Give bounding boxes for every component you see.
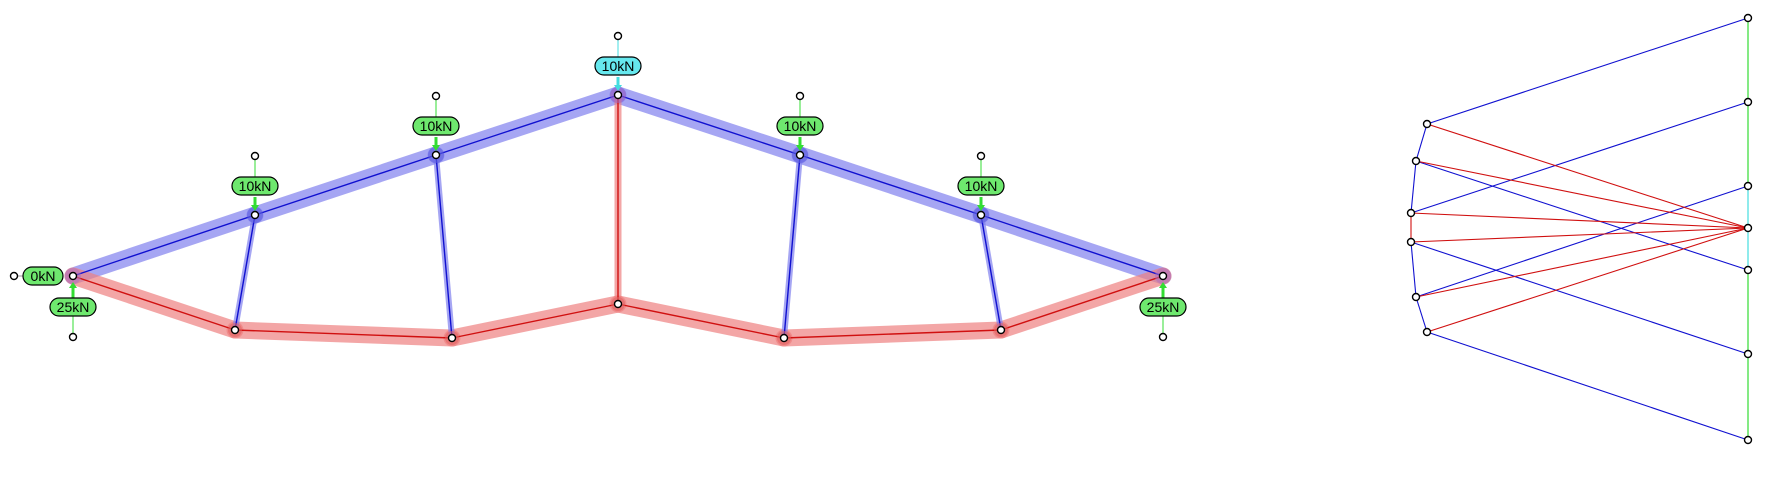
force-line <box>1410 212 1749 229</box>
arrow-head-icon <box>614 85 622 91</box>
arrow-head-icon <box>1159 282 1167 288</box>
joint-bottom-2[interactable] <box>447 333 457 343</box>
load-handle[interactable] <box>250 151 260 161</box>
arrow-head-icon <box>796 145 804 151</box>
load-handle[interactable] <box>431 91 441 101</box>
top-chord-2[interactable] <box>254 154 437 216</box>
force-line <box>1410 241 1417 298</box>
force-line <box>1415 227 1749 298</box>
force-line <box>1426 227 1749 333</box>
web-2[interactable] <box>435 154 453 339</box>
load-label-left-support[interactable]: 25kN <box>49 297 97 317</box>
bottom-chord-5[interactable] <box>783 329 1002 339</box>
force-vertex[interactable] <box>1743 349 1753 359</box>
force-vertex[interactable] <box>1743 13 1753 23</box>
bottom-chord-4[interactable] <box>617 303 785 339</box>
load-handle[interactable] <box>795 91 805 101</box>
joint-bottom-5[interactable] <box>996 325 1006 335</box>
force-vertex[interactable] <box>1406 208 1416 218</box>
members <box>72 94 1164 339</box>
arrow-head-icon <box>977 205 985 211</box>
top-chord-5[interactable] <box>799 154 982 216</box>
bottom-chord-3[interactable] <box>451 303 619 339</box>
force-line <box>1410 241 1749 355</box>
bottom-chord-6[interactable] <box>1000 275 1164 331</box>
joint-bottom-center[interactable] <box>613 299 623 309</box>
top-chord-1[interactable] <box>72 214 256 277</box>
joints <box>68 90 1168 343</box>
force-vertex[interactable] <box>1411 292 1421 302</box>
force-line <box>1426 331 1749 441</box>
joint-bottom-4[interactable] <box>779 333 789 343</box>
load-label-text: 25kN <box>1147 299 1180 315</box>
load-label-right-support[interactable]: 25kN <box>1139 297 1187 317</box>
force-vertex[interactable] <box>1406 237 1416 247</box>
load-label-text: 0kN <box>31 268 56 284</box>
load-arrows <box>69 77 1167 298</box>
force-vertex[interactable] <box>1411 156 1421 166</box>
force-line <box>1415 185 1749 298</box>
load-handle[interactable] <box>613 31 623 41</box>
force-line <box>1415 160 1749 271</box>
force-vertex[interactable] <box>1743 181 1753 191</box>
joint-left-support[interactable] <box>68 271 78 281</box>
load-handle[interactable] <box>976 151 986 161</box>
load-label-text: 25kN <box>57 299 90 315</box>
joint-top-1[interactable] <box>250 210 260 220</box>
joint-right-support[interactable] <box>1158 271 1168 281</box>
joint-top-5[interactable] <box>976 210 986 220</box>
load-label-left-support-h[interactable]: 0kN <box>22 266 64 286</box>
force-line <box>1410 227 1749 243</box>
force-diagram <box>1406 13 1753 445</box>
force-vertex[interactable] <box>1422 327 1432 337</box>
load-handle[interactable] <box>1158 332 1168 342</box>
joint-top-2[interactable] <box>431 150 441 160</box>
arrow-head-icon <box>251 205 259 211</box>
force-line <box>1426 123 1749 229</box>
arrow-head-icon <box>432 145 440 151</box>
force-tension-lines <box>1410 123 1749 333</box>
web-5[interactable] <box>980 214 1002 331</box>
force-compression-lines <box>1410 17 1749 441</box>
load-label-top-4[interactable]: 10kN <box>776 116 824 136</box>
load-label-text: 10kN <box>420 118 453 134</box>
web-4[interactable] <box>783 154 801 339</box>
arrow-head-icon <box>69 282 77 288</box>
load-label-text: 10kN <box>602 58 635 74</box>
force-vertex[interactable] <box>1743 97 1753 107</box>
load-handle[interactable] <box>9 271 19 281</box>
load-labels: 10kN 10kN 10kN 10kN 10kN 0kN <box>22 56 1187 317</box>
load-label-top-1[interactable]: 10kN <box>231 176 279 196</box>
force-line <box>1426 17 1749 125</box>
force-vertex[interactable] <box>1422 119 1432 129</box>
joint-apex[interactable] <box>613 90 623 100</box>
joint-bottom-1[interactable] <box>230 325 240 335</box>
bottom-chord-2[interactable] <box>234 329 453 339</box>
form-diagram: 10kN 10kN 10kN 10kN 10kN 0kN <box>9 31 1187 347</box>
load-label-text: 10kN <box>239 178 272 194</box>
force-line <box>1415 123 1428 162</box>
load-label-top-2[interactable]: 10kN <box>412 116 460 136</box>
force-vertex[interactable] <box>1743 435 1753 445</box>
top-chord-3[interactable] <box>435 94 619 156</box>
load-label-text: 10kN <box>784 118 817 134</box>
web-1[interactable] <box>234 214 256 331</box>
force-line <box>1415 160 1749 229</box>
top-chord-4[interactable] <box>617 94 801 156</box>
top-chord-6[interactable] <box>980 214 1164 277</box>
force-vertices <box>1406 13 1753 445</box>
load-label-apex[interactable]: 10kN <box>594 56 642 76</box>
load-handle[interactable] <box>68 332 78 342</box>
load-handles <box>9 31 1168 342</box>
joint-top-4[interactable] <box>795 150 805 160</box>
force-vertex[interactable] <box>1743 265 1753 275</box>
load-label-top-5[interactable]: 10kN <box>957 176 1005 196</box>
force-vertex[interactable] <box>1743 223 1753 233</box>
force-line <box>1410 101 1749 214</box>
load-label-text: 10kN <box>965 178 998 194</box>
force-line <box>1410 160 1417 214</box>
bottom-chord-1[interactable] <box>72 275 236 331</box>
force-line <box>1415 296 1428 333</box>
